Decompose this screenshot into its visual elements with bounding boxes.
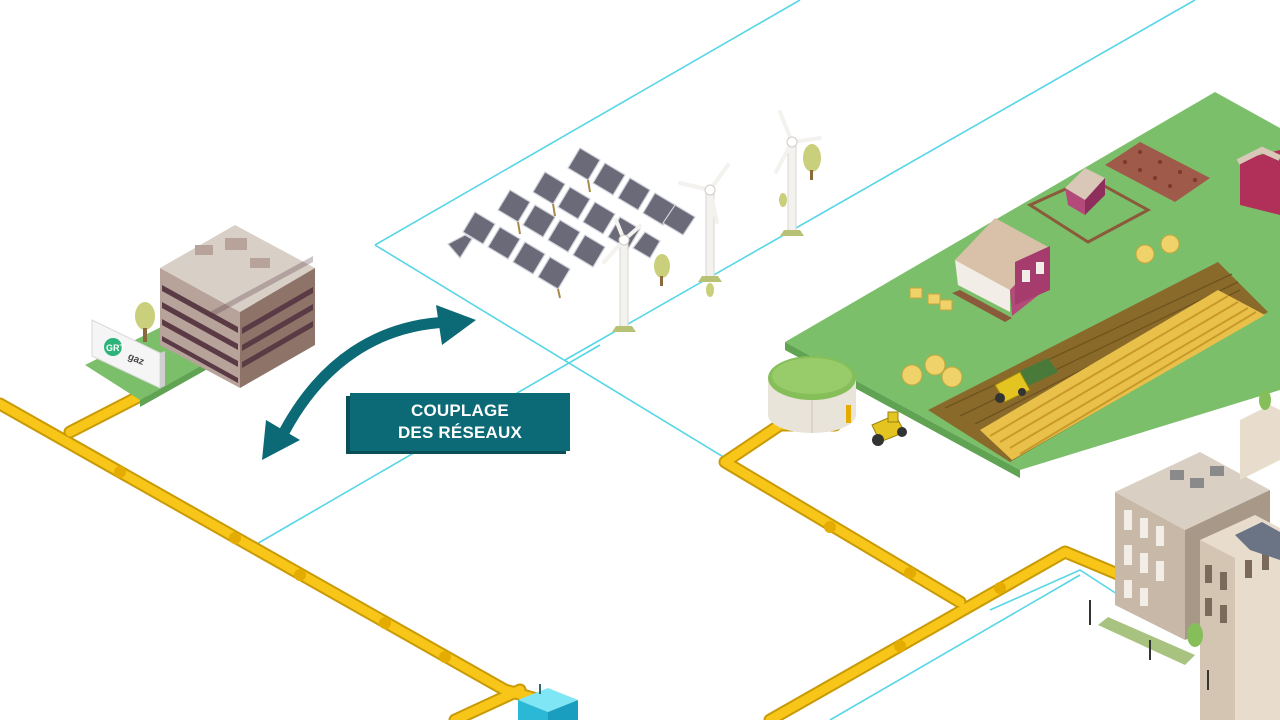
network-coupling-label: COUPLAGE DES RÉSEAUX xyxy=(350,393,570,451)
office-building-icon: GRT gaz xyxy=(85,225,315,407)
tractor-icon xyxy=(871,411,907,446)
brand-sign: GRT gaz xyxy=(91,319,165,389)
double-arrow-icon xyxy=(262,305,476,460)
city-building-icon xyxy=(1089,390,1280,720)
network-coupling-label-line1: COUPLAGE xyxy=(411,401,509,420)
biogas-tank-icon xyxy=(768,356,856,433)
brand-sign-gr: GRT xyxy=(106,343,126,353)
solar-panel-icon xyxy=(447,147,696,299)
wind-turbine-icon xyxy=(602,110,822,332)
gas-pipelines xyxy=(0,389,1127,720)
hay-bale-icon xyxy=(901,234,1180,388)
network-coupling-label-line2: DES RÉSEAUX xyxy=(397,423,523,442)
barn-icon xyxy=(1026,146,1280,244)
harvester-icon xyxy=(994,358,1058,403)
pipe-junction-icon xyxy=(518,684,578,720)
farmhouse-icon xyxy=(952,218,1050,322)
